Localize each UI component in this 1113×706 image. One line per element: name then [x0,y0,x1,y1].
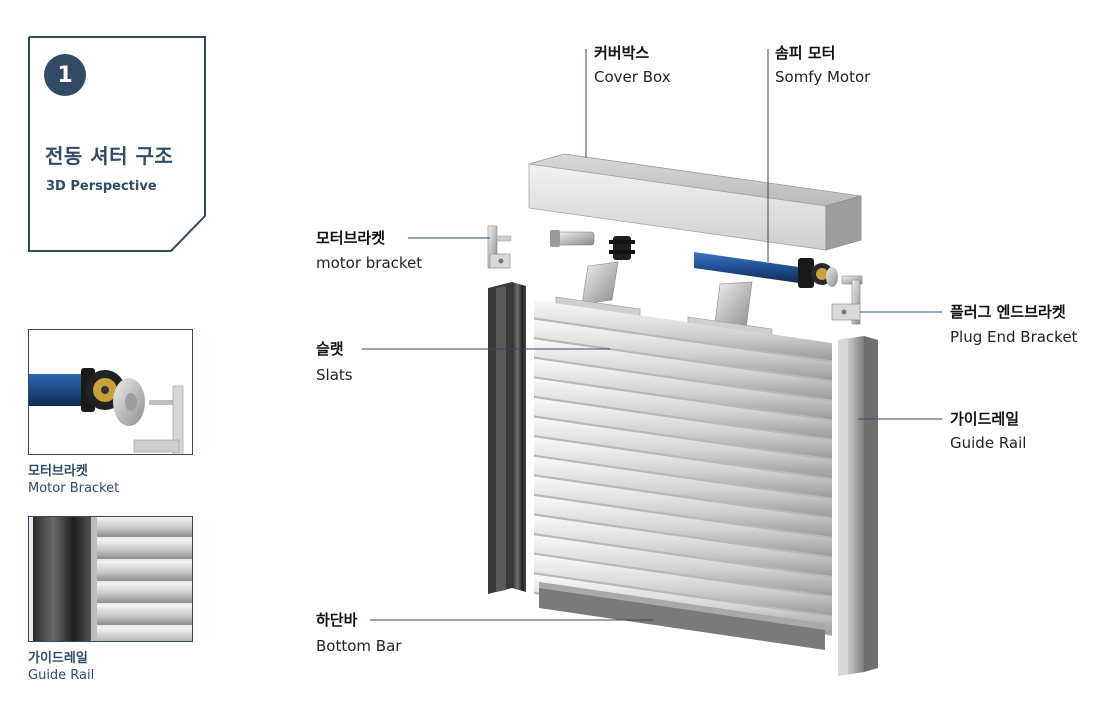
slat [534,456,832,518]
label-motor-bracket-ko: 모터브라켓 [316,229,386,247]
label-cover-box-en: Cover Box [594,68,671,86]
slat-hanging-clip [555,261,641,318]
slat [534,417,832,478]
guide-rail-thumbnail [28,516,193,642]
guide-rail-left [488,282,526,594]
slat [534,476,832,537]
drive-crown [609,236,635,260]
label-bottom-bar-ko: 하단바 [316,611,358,629]
thumbnail-caption-en: Guide Rail [28,668,95,683]
thumbnail-caption-en: Motor Bracket [28,481,120,496]
label-bottom-bar-en: Bottom Bar [316,637,402,655]
slat [534,358,832,420]
label-guide-rail-en: Guide Rail [950,434,1027,452]
label-motor-bracket-en: motor bracket [316,254,423,272]
plug-end-bracket [831,275,863,325]
slat [534,378,832,439]
title-card [28,36,206,252]
label-plug-end-bracket-ko: 플러그 엔드브라켓 [950,303,1066,321]
bottom-bar [539,582,825,650]
label-cover-box-ko: 커버박스 [594,44,650,62]
slat [534,300,832,361]
title-card-frame [28,36,206,252]
slat [534,398,832,459]
thumbnail-caption-ko: 가이드레일 [28,651,88,666]
page-title: 전동 셔터 구조 [45,144,174,168]
page-subtitle: 3D Perspective [46,179,157,194]
label-plug-end-bracket-en: Plug End Bracket [950,328,1078,346]
label-slats-en: Slats [316,366,353,384]
slat [534,515,832,576]
leader-lines [362,49,942,621]
label-somfy-motor-ko: 솜피 모터 [775,44,836,62]
label-somfy-motor-en: Somfy Motor [775,68,871,86]
slat [534,319,832,380]
slat [534,535,832,596]
thumbnail-caption-ko: 모터브라켓 [28,464,88,479]
motor-bracket-left [487,225,512,269]
slat-curtain [534,300,832,636]
slat [534,496,832,557]
motor-bracket-thumbnail [28,329,193,455]
guide-rail-right [838,336,878,676]
label-slats-ko: 슬랫 [316,340,344,358]
slat [534,339,832,400]
slat [534,437,832,498]
motor-shaft-pin [550,230,595,247]
cover-box [528,153,862,251]
slat [534,554,832,616]
step-number-badge: 1 [44,54,86,96]
label-guide-rail-ko: 가이드레일 [950,410,1020,428]
